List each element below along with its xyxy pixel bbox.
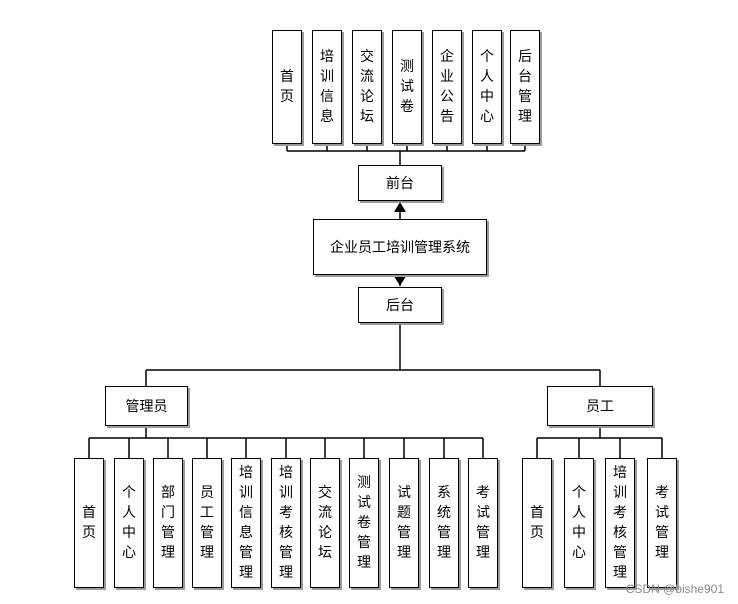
staff-module-box: 考试管理 (647, 458, 677, 588)
front-module-box-label: 交流论坛 (360, 49, 374, 125)
admin-module-box: 培训信息管理 (231, 458, 261, 588)
admin-module-box-label: 培训信息管理 (239, 465, 253, 581)
admin-module-box-label: 测试卷管理 (357, 475, 371, 571)
admin-module-box-label: 部门管理 (161, 485, 175, 561)
system-title-box: 企业员工培训管理系统 (313, 219, 487, 275)
admin-module-box-label: 系统管理 (437, 485, 451, 561)
front-box: 前台 (358, 165, 442, 201)
admin-module-box: 试题管理 (389, 458, 419, 588)
staff-module-box: 培训考核管理 (605, 458, 635, 588)
admin-module-box: 测试卷管理 (349, 458, 379, 588)
back-box-label: 后台 (386, 298, 414, 314)
front-module-box: 测试卷 (392, 30, 422, 144)
front-module-box-label: 后台管理 (518, 49, 532, 125)
admin-module-box-label: 员工管理 (200, 485, 214, 561)
front-module-box: 培训信息 (312, 30, 342, 144)
staff-module-box-label: 考试管理 (655, 485, 669, 561)
admin-module-box: 系统管理 (429, 458, 459, 588)
admin-module-box: 员工管理 (192, 458, 222, 588)
down-arrow-icon (394, 276, 406, 286)
front-module-box: 个人中心 (472, 30, 502, 144)
staff-role-box: 员工 (547, 386, 653, 426)
front-module-box-label: 测试卷 (400, 59, 414, 115)
watermark: CSDN @bishe901 (625, 582, 724, 596)
admin-role-box: 管理员 (105, 386, 188, 426)
admin-module-box: 考试管理 (468, 458, 498, 588)
staff-module-box-label: 首页 (530, 505, 544, 541)
staff-module-box: 首页 (522, 458, 552, 588)
admin-module-box-label: 交流论坛 (318, 485, 332, 561)
admin-module-box: 个人中心 (114, 458, 144, 588)
front-module-box: 后台管理 (510, 30, 540, 144)
admin-role-box-label: 管理员 (125, 399, 168, 415)
staff-module-box-label: 个人中心 (572, 485, 586, 561)
front-module-box: 企业公告 (432, 30, 462, 144)
admin-module-box: 部门管理 (153, 458, 183, 588)
back-box: 后台 (358, 287, 442, 323)
admin-module-box-label: 首页 (82, 505, 96, 541)
admin-module-box-label: 考试管理 (476, 485, 490, 561)
admin-module-box-label: 个人中心 (122, 485, 136, 561)
front-module-box: 交流论坛 (352, 30, 382, 144)
up-arrow-icon (394, 202, 406, 212)
staff-role-box-label: 员工 (586, 399, 614, 415)
front-module-box-label: 培训信息 (320, 49, 334, 125)
system-title-box-label: 企业员工培训管理系统 (330, 240, 470, 256)
front-module-box-label: 企业公告 (440, 49, 454, 125)
admin-module-box: 交流论坛 (310, 458, 340, 588)
staff-module-box: 个人中心 (564, 458, 594, 588)
front-module-box-label: 个人中心 (480, 49, 494, 125)
admin-module-box: 首页 (74, 458, 104, 588)
admin-module-box-label: 培训考核管理 (279, 465, 293, 581)
staff-module-box-label: 培训考核管理 (613, 465, 627, 581)
admin-module-box-label: 试题管理 (397, 485, 411, 561)
admin-module-box: 培训考核管理 (271, 458, 301, 588)
front-box-label: 前台 (386, 176, 414, 192)
front-module-box-label: 首页 (280, 69, 294, 105)
front-module-box: 首页 (272, 30, 302, 144)
